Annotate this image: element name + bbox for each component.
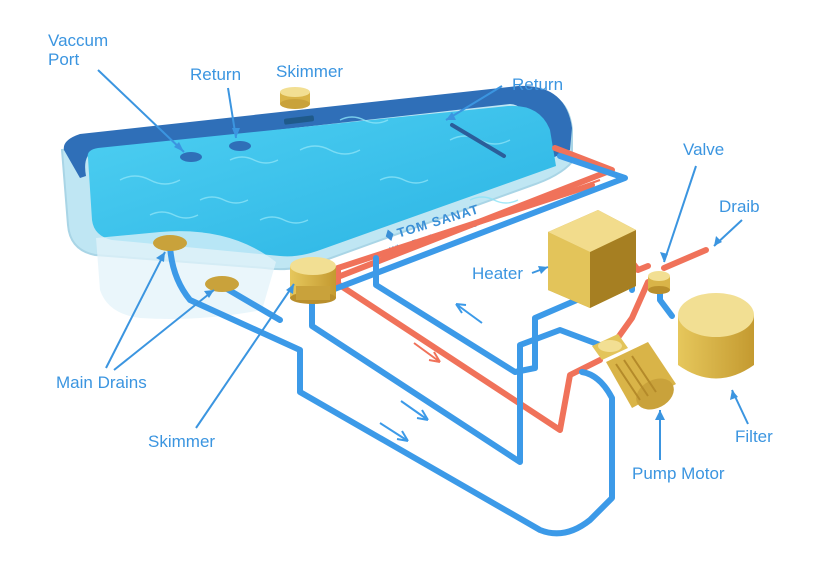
leader-return-right bbox=[445, 85, 503, 121]
leader-valve bbox=[663, 165, 697, 263]
main-drain-upper bbox=[153, 235, 187, 251]
drain-outlet-pipe bbox=[661, 247, 709, 271]
label-return-right: Return bbox=[512, 75, 564, 94]
flow-arrow-icon bbox=[379, 422, 409, 442]
leader-main-drains-b bbox=[113, 289, 215, 371]
label-vaccum-port-line2: Port bbox=[48, 50, 80, 69]
pool bbox=[60, 85, 573, 319]
heater bbox=[548, 210, 636, 308]
label-pump-motor: Pump Motor bbox=[632, 464, 725, 483]
leader-main-drains-a bbox=[105, 251, 166, 369]
skimmer-opening bbox=[283, 115, 315, 125]
label-vaccum-port-line1: Vaccum bbox=[48, 31, 109, 50]
skimmer-top bbox=[280, 87, 310, 109]
leader-arrowheads bbox=[156, 112, 738, 420]
skimmer-pipe bbox=[309, 299, 603, 465]
filter-tank bbox=[678, 293, 754, 379]
pool-water bbox=[87, 105, 556, 257]
label-valve: Valve bbox=[683, 140, 725, 159]
leader-vaccum-port bbox=[97, 69, 185, 153]
skimmer-basket bbox=[290, 257, 336, 304]
valve bbox=[648, 271, 670, 294]
drain-branch-pipe bbox=[219, 283, 283, 323]
label-filter: Filter bbox=[735, 427, 773, 446]
vacuum-port bbox=[180, 152, 202, 162]
flow-arrow-icon bbox=[400, 400, 429, 421]
return-pipe-lower bbox=[335, 182, 603, 433]
flow-arrow-icon bbox=[455, 303, 483, 324]
flow-arrow-icon bbox=[582, 179, 601, 187]
leader-lines bbox=[97, 69, 749, 460]
brand-star-icon bbox=[385, 229, 394, 241]
pool-rim bbox=[63, 85, 573, 178]
main-drain-lower bbox=[205, 276, 239, 292]
return-pipe-blue-top bbox=[329, 153, 628, 293]
flow-arrows bbox=[379, 179, 601, 442]
water-ripples bbox=[119, 116, 519, 224]
leader-skimmer-bottom bbox=[195, 283, 295, 429]
return-inlet-left bbox=[229, 141, 251, 151]
flow-arrow-icon bbox=[413, 342, 441, 363]
main-drain-pipe bbox=[167, 243, 615, 537]
pump-motor bbox=[592, 334, 676, 410]
label-return-left: Return bbox=[190, 65, 242, 84]
label-draib: Draib bbox=[719, 197, 760, 216]
label-heater: Heater bbox=[472, 264, 524, 283]
label-skimmer-bottom: Skimmer bbox=[148, 432, 216, 451]
label-main-drains: Main Drains bbox=[56, 373, 147, 392]
label-vaccum-port: Vaccum Port bbox=[48, 31, 128, 69]
label-skimmer-top: Skimmer bbox=[276, 62, 344, 81]
return-inlet-right bbox=[450, 123, 506, 158]
